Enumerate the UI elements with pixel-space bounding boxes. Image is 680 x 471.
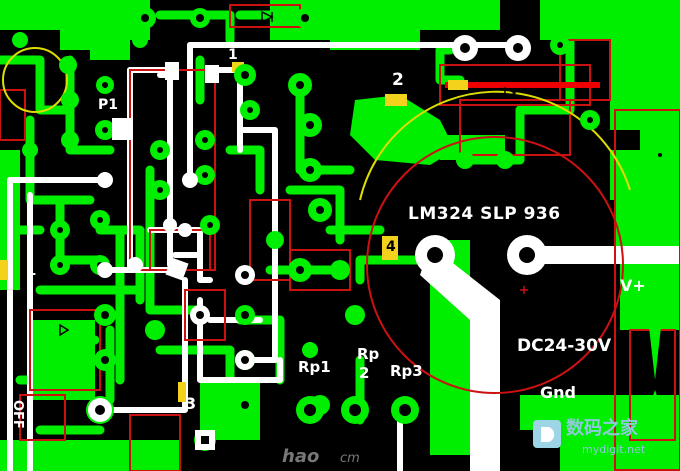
pin-4-label: 4 [386,239,396,255]
capacitor-arc [359,90,631,201]
p1-label: P1 [98,97,119,113]
white-pads [88,35,547,450]
watermark-brand: 数码之家 [566,418,638,439]
rp2-label-top: Rp [357,345,380,363]
rp1-label: Rp1 [298,358,331,376]
diode-symbols [59,10,517,337]
capacitor-outline [366,136,624,394]
gnd-label: Gnd [540,383,576,402]
pin-3-bottom-label: 3 [185,394,197,413]
gnd-arrow [648,390,662,410]
through-hole-pads [12,7,666,451]
pin-1-left-label: 1 [26,261,37,279]
pin-1-top-label: 1 [228,47,238,63]
vplus-label: V+ [620,276,646,295]
small-cap-outline [2,47,68,113]
left-watermark: hao [282,446,320,467]
rp3-label: Rp3 [390,362,423,380]
supply-voltage-label: DC24-30V [517,336,612,356]
left-watermark-suffix: cm [340,451,360,466]
pin-2-label: 2 [392,70,404,90]
plus-mark [520,286,528,294]
watermark-logo [533,420,561,448]
off-label: OFF [10,400,25,429]
rp2-label-bottom: 2 [359,364,370,382]
vplus-arrow [648,318,662,380]
watermark-url: mydigit.net [582,443,646,456]
chip-label: LM324 SLP 936 [408,204,561,224]
